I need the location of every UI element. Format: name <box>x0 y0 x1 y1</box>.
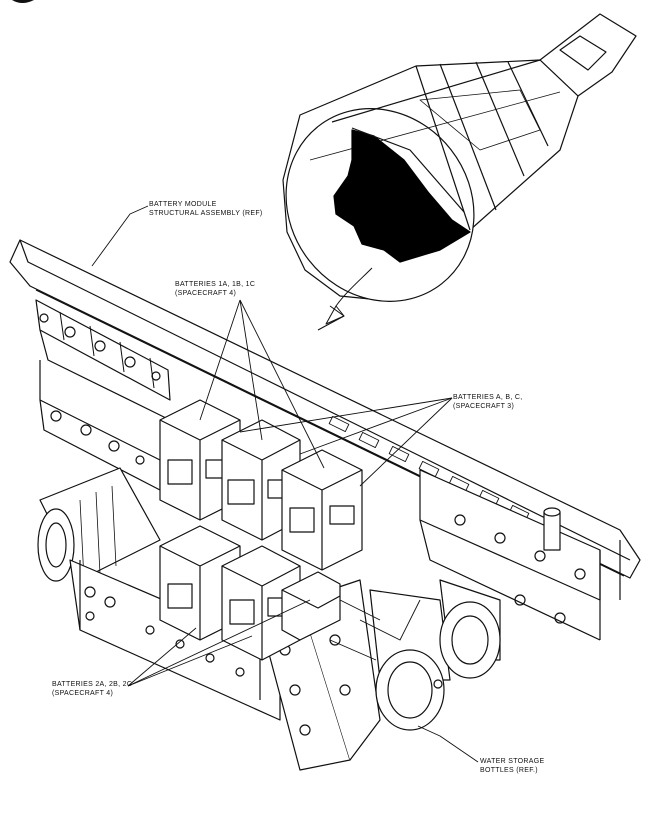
label-batteries-1: Batteries 1A, 1B, 1C (Spacecraft 4) <box>175 280 255 298</box>
label-batteries-3-line2: (Spacecraft 3) <box>453 403 515 410</box>
label-batteries-1-line1: Batteries 1A, 1B, 1C <box>175 281 256 288</box>
leader-b2-1 <box>127 627 197 687</box>
water-bottle-2 <box>439 579 501 679</box>
leader-water <box>417 725 479 763</box>
battery-row-upper <box>159 399 363 571</box>
callout-arrow <box>335 267 373 307</box>
label-water-storage: Water Storage Bottles (Ref.) <box>480 757 544 775</box>
label-batteries-3-line1: Batteries A, B, C, <box>453 394 523 401</box>
label-batteries-2-line2: (Spacecraft 4) <box>52 690 114 697</box>
module-structure <box>9 239 641 771</box>
battery-2c <box>281 571 341 641</box>
leader-b4-3 <box>239 299 325 469</box>
label-battery-module-line2: Structural Assembly (Ref) <box>149 210 263 217</box>
leader-b3-3 <box>359 397 453 487</box>
label-water-storage-line2: Bottles (Ref.) <box>480 767 538 774</box>
label-batteries-2: Batteries 2A, 2B, 2C (Spacecraft 4) <box>52 680 132 698</box>
leader-b4-1 <box>199 299 241 421</box>
water-bottle-1 <box>369 589 451 731</box>
battery-1c <box>281 449 363 571</box>
spacecraft-inset <box>282 13 637 331</box>
leader-module <box>91 205 149 267</box>
leader-b3-1 <box>239 397 453 433</box>
rail-holes <box>328 416 530 521</box>
leader-b2-2 <box>127 635 253 687</box>
mount-post <box>543 512 561 551</box>
leader-b4-2 <box>239 299 263 441</box>
label-battery-module: Battery Module Structural Assembly (Ref) <box>149 200 263 218</box>
label-batteries-2-line1: Batteries 2A, 2B, 2C <box>52 681 133 688</box>
battery-1a <box>159 399 241 521</box>
label-batteries-3: Batteries A, B, C, (Spacecraft 3) <box>453 393 522 411</box>
leader-b3-2 <box>299 397 453 455</box>
label-batteries-1-line2: (Spacecraft 4) <box>175 290 237 297</box>
label-water-storage-line1: Water Storage <box>480 758 545 765</box>
leader-b2-3 <box>127 599 311 687</box>
corner-mark <box>12 0 34 3</box>
left-tank <box>37 467 161 582</box>
leader-lines <box>91 205 479 763</box>
label-battery-module-line1: Battery Module <box>149 201 217 208</box>
spacecraft-cutaway <box>333 129 471 263</box>
battery-row-lower <box>159 525 341 661</box>
